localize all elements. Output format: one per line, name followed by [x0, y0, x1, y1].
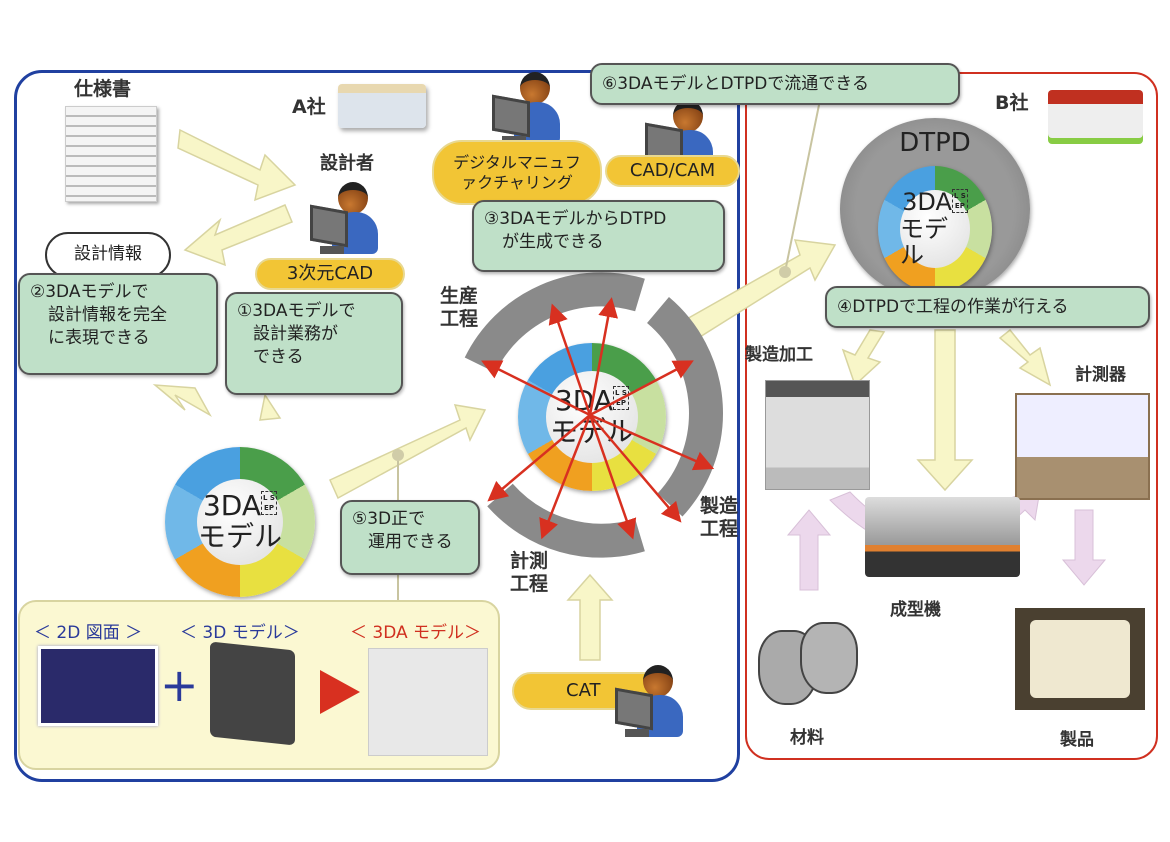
designer-label: 設計者: [320, 153, 374, 174]
factory-house-icon: [1048, 90, 1143, 138]
model-3da-label: ＜ 3DA モデル＞: [350, 623, 482, 643]
arrow-ring-to-dtpd: [684, 239, 837, 342]
model-comparison-panel: ＜ 2D 図面 ＞ ＜ 3D モデル＞ ＜ 3DA モデル＞ +: [18, 600, 500, 770]
sep-icon: L SEP: [261, 491, 278, 516]
note-2-line3: に表現できる: [48, 327, 150, 348]
design-info-label: 設計情報: [74, 244, 142, 264]
arrow-model-to-ring: [329, 404, 487, 500]
product-image: [1015, 608, 1145, 710]
designer-person-icon: [310, 182, 380, 262]
production-process-arc: [464, 272, 645, 373]
cad-3d-pill: 3次元CAD: [255, 258, 405, 290]
drawing-2d-label: ＜ 2D 図面 ＞: [34, 623, 143, 643]
red-radial-arrows: [481, 297, 715, 540]
arrow-dtpd-down: [916, 329, 974, 492]
note-4: ④DTPDで工程の作業が行える: [825, 286, 1150, 328]
arrow-spec-to-designer: [177, 128, 297, 202]
machining-center-image: [765, 380, 870, 490]
note-1-line1: ①3DAモデルで: [237, 301, 356, 321]
document-icon: [65, 106, 157, 202]
connector-line-6: [784, 99, 821, 273]
digital-mfg-pill: デジタルマニュファクチャリング: [432, 140, 602, 205]
arrow-to-small-model-1: [152, 384, 212, 417]
arrow-product-down: [1061, 509, 1107, 586]
model-label-model: モデル: [900, 214, 948, 270]
sep-icon: L SEP: [613, 386, 630, 411]
note-2-line1: ②3DAモデルで: [30, 282, 149, 302]
model-label-3da: 3DA: [202, 489, 262, 523]
model-3d-label: ＜ 3D モデル＞: [180, 623, 300, 643]
spec-label: 仕様書: [74, 78, 132, 100]
molding-machine-label: 成型機: [890, 600, 941, 620]
model-label-model: モデル: [197, 520, 282, 553]
arrow-designer-to-info: [183, 204, 293, 267]
company-b-label: B社: [995, 92, 1029, 114]
connector-dot-6: [779, 266, 791, 278]
measuring-device-image: [1015, 393, 1150, 500]
product-label: 製品: [1060, 730, 1094, 750]
sep-icon: L SEP: [951, 189, 968, 214]
note-6: ⑥3DAモデルとDTPDで流通できる: [590, 63, 960, 105]
connector-dot-5: [392, 449, 404, 461]
measuring-device-label: 計測器: [1075, 365, 1126, 385]
arrow-material-up: [786, 509, 832, 591]
manufacturing-process-label: 製造工程: [700, 495, 739, 540]
model-label-3da: 3DA: [902, 188, 952, 217]
machining-label: 製造加工: [745, 345, 813, 365]
drawing-2d-image: [38, 646, 158, 726]
measurement-process-label: 計測工程: [510, 550, 549, 595]
arrow-cat-up: [566, 573, 614, 661]
material-bag-icon-2: [800, 622, 858, 694]
building-icon: [338, 84, 426, 128]
arrow-to-small-model-2: [259, 393, 282, 421]
plus-icon: +: [160, 658, 199, 712]
note-5: ⑤3D正で運用できる: [340, 500, 480, 575]
digital-mfg-person-icon: [492, 72, 562, 152]
note-2: ②3DAモデルで設計情報を完全に表現できる: [18, 273, 218, 375]
cat-person-icon: [615, 665, 685, 745]
molding-machine-image: [865, 497, 1020, 577]
cad-cam-pill: CAD/CAM: [605, 155, 740, 187]
note-3-line1: ③3DAモデルからDTPD: [484, 209, 667, 229]
red-arrow-icon: [320, 670, 360, 714]
note-2-line2: 設計情報を完全: [48, 304, 167, 325]
company-a-label: A社: [292, 96, 326, 118]
note-5-line2: 運用できる: [368, 531, 453, 552]
model-3da-image: [368, 648, 488, 756]
design-info-cloud: 設計情報: [45, 232, 171, 278]
dtpd-label: DTPD: [899, 128, 971, 158]
note-1-line2: 設計業務が: [253, 323, 338, 344]
model-3d-image: [210, 641, 295, 746]
note-1-line3: できる: [253, 346, 304, 367]
note-1: ①3DAモデルで設計業務ができる: [225, 292, 403, 395]
company-a-frame: [14, 70, 740, 782]
note-3-line2: が生成できる: [502, 231, 604, 252]
note-5-line1: ⑤3D正で: [352, 509, 426, 529]
production-process-label: 生産工程: [440, 285, 479, 330]
material-label: 材料: [790, 728, 824, 748]
arrow-dtpd-to-measure: [998, 328, 1052, 387]
arrow-dtpd-to-machining: [841, 329, 886, 387]
manufacturing-process-arc: [646, 297, 723, 517]
